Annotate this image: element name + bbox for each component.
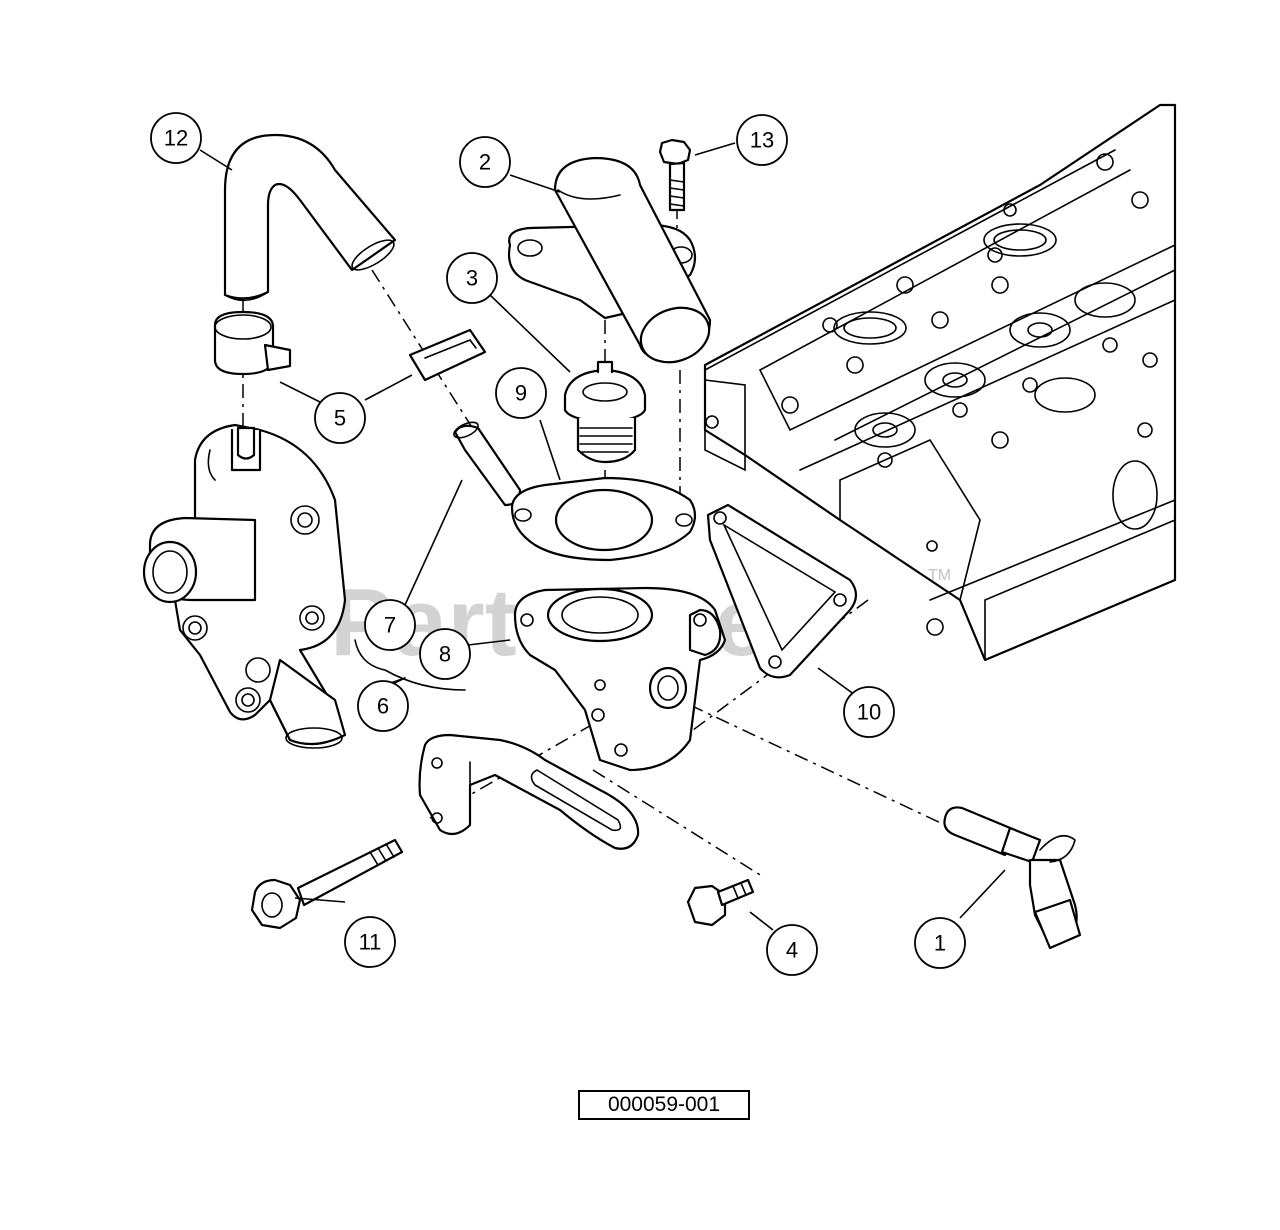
callout-9[interactable]: 9 xyxy=(495,367,547,419)
long-bolt xyxy=(250,838,404,930)
radiator-hose xyxy=(223,133,397,302)
svg-text:10: 10 xyxy=(857,700,881,725)
thermostat-gasket xyxy=(510,476,697,562)
svg-text:2: 2 xyxy=(479,150,491,175)
svg-text:8: 8 xyxy=(439,642,451,667)
callout-13[interactable]: 13 xyxy=(736,114,788,166)
callout-10[interactable]: 10 xyxy=(843,686,895,738)
callout-1[interactable]: 1 xyxy=(914,917,966,969)
callout-5[interactable]: 5 xyxy=(314,392,366,444)
callout-12[interactable]: 12 xyxy=(150,112,202,164)
hose-clamp xyxy=(213,310,292,376)
water-pump xyxy=(142,423,347,749)
small-bolt xyxy=(686,878,755,927)
hose-clip xyxy=(408,328,487,382)
bypass-pipe xyxy=(453,421,522,507)
svg-text:9: 9 xyxy=(515,381,527,406)
thermostat xyxy=(563,360,647,464)
callout-6[interactable]: 6 xyxy=(357,680,409,732)
svg-text:5: 5 xyxy=(334,406,346,431)
svg-text:4: 4 xyxy=(786,938,798,963)
callout-3[interactable]: 3 xyxy=(446,252,498,304)
temperature-sender xyxy=(943,806,1082,950)
svg-text:11: 11 xyxy=(359,930,382,955)
callout-8[interactable]: 8 xyxy=(419,628,471,680)
svg-text:6: 6 xyxy=(377,694,389,719)
svg-text:3: 3 xyxy=(466,266,478,291)
thermostat-cover xyxy=(507,156,712,364)
housing-bolt xyxy=(658,138,692,212)
svg-text:12: 12 xyxy=(164,126,188,151)
callout-11[interactable]: 11 xyxy=(344,916,396,968)
bracket xyxy=(418,733,640,850)
callout-7[interactable]: 7 xyxy=(364,599,416,651)
housing-gasket xyxy=(706,503,858,679)
svg-text:TM: TM xyxy=(928,567,951,584)
callout-leaders xyxy=(199,142,1006,931)
svg-text:13: 13 xyxy=(750,128,774,153)
svg-text:1: 1 xyxy=(934,931,946,956)
diagram-reference-number: 000059-001 xyxy=(578,1090,750,1120)
callout-4[interactable]: 4 xyxy=(766,924,818,976)
cylinder-head xyxy=(703,103,1177,662)
callout-2[interactable]: 2 xyxy=(459,136,511,188)
svg-text:7: 7 xyxy=(384,613,396,638)
thermostat-housing xyxy=(513,586,727,772)
